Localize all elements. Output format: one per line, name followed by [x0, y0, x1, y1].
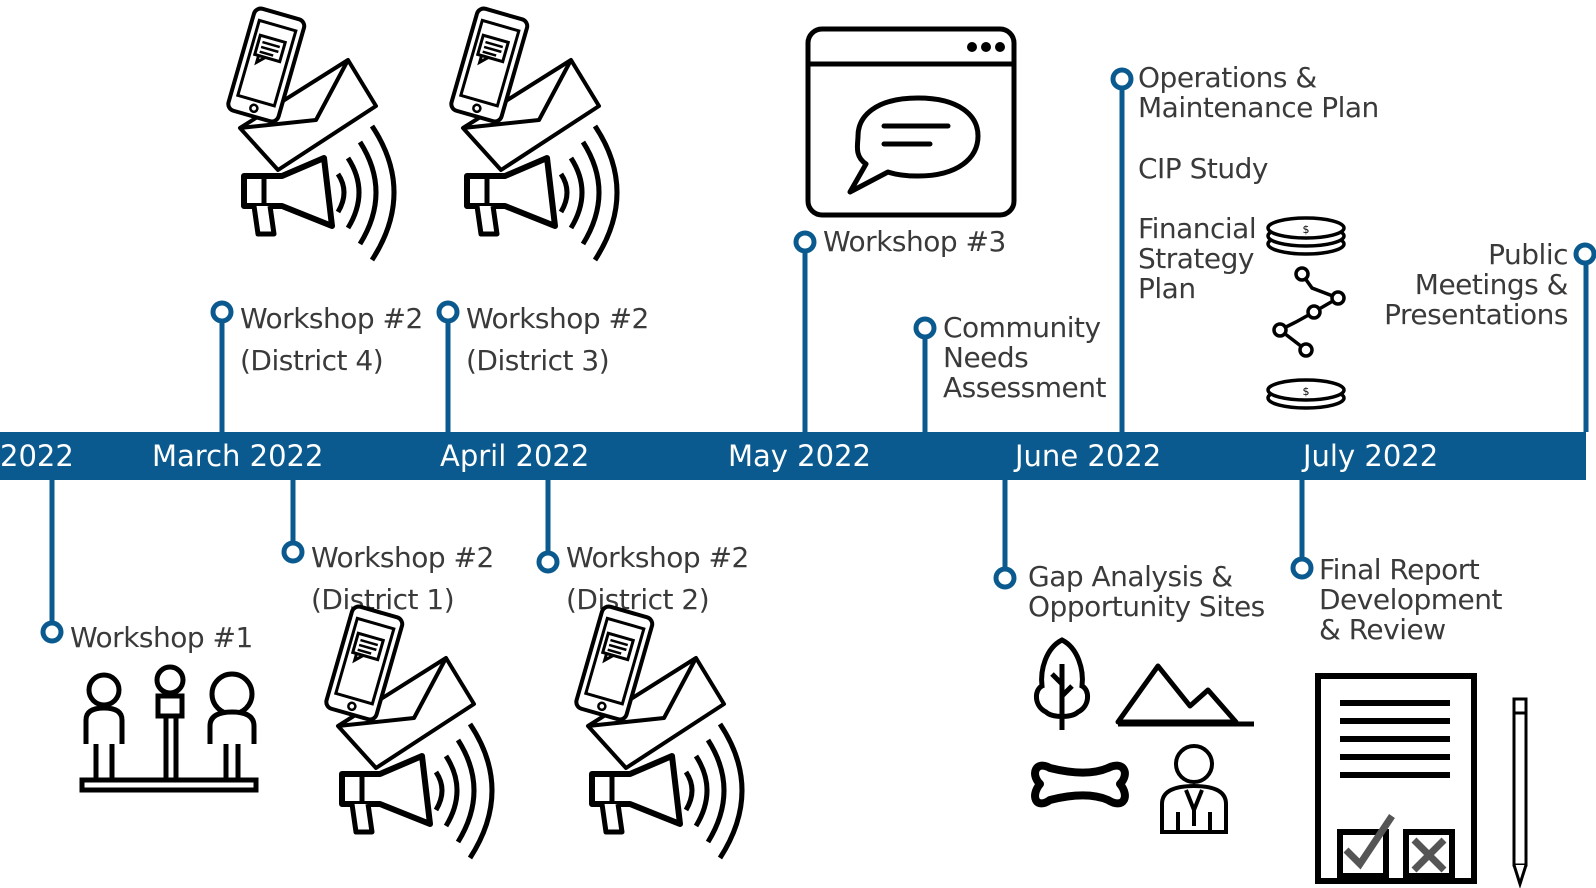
- label-workshop1: Workshop #1: [70, 621, 253, 654]
- label-line: Meetings &: [1414, 268, 1569, 301]
- label-workshop2-d4: Workshop #2 (District 4): [240, 298, 423, 382]
- label-workshop3: Workshop #3: [823, 225, 1006, 258]
- label-line: Maintenance Plan: [1138, 91, 1379, 124]
- person-icon: [1160, 744, 1228, 834]
- marker-workshop2-d2: [536, 550, 560, 574]
- label-line: Plan: [1138, 272, 1196, 305]
- month-label-july: July 2022: [1303, 439, 1439, 473]
- chat-window-icon: [805, 26, 1017, 218]
- label-financial: Financial Strategy Plan: [1138, 212, 1257, 305]
- label-line: Final Report: [1319, 553, 1480, 586]
- mountain-icon: [1115, 663, 1254, 727]
- coin-stack-icon: $ $: [1266, 216, 1346, 410]
- label-line: Assessment: [943, 371, 1106, 404]
- label-workshop2-d1: Workshop #2 (District 1): [311, 537, 494, 621]
- label-line: (District 3): [466, 344, 610, 377]
- label-line: Workshop #2: [311, 541, 494, 574]
- phone-mail-megaphone-icon: [575, 605, 742, 858]
- label-line: Development: [1319, 583, 1503, 616]
- label-line: (District 4): [240, 344, 384, 377]
- svg-text:$: $: [1303, 385, 1310, 398]
- marker-workshop1: [40, 620, 64, 644]
- marker-public-meetings: [1573, 242, 1596, 266]
- marker-workshop2-d4: [210, 300, 234, 324]
- label-operations: Operations & Maintenance Plan: [1138, 63, 1379, 123]
- marker-workshop3: [793, 230, 817, 254]
- label-line: Workshop #2: [466, 302, 649, 335]
- label-workshop2-d2: Workshop #2 (District 2): [566, 537, 749, 621]
- marker-workshop2-d3: [436, 300, 460, 324]
- label-line: Presentations: [1384, 298, 1568, 331]
- label-line: (District 2): [566, 583, 710, 616]
- bone-icon: [1031, 761, 1129, 808]
- label-line: Financial: [1138, 212, 1257, 245]
- timeline-bar: [0, 432, 1586, 480]
- phone-mail-megaphone-icon: [450, 7, 617, 260]
- svg-text:$: $: [1303, 223, 1310, 236]
- label-final-report: Final Report Development & Review: [1319, 553, 1503, 646]
- phone-mail-megaphone-icon: [325, 605, 492, 858]
- label-line: Community: [943, 311, 1101, 344]
- label-line: Needs: [943, 341, 1029, 374]
- label-line: Opportunity Sites: [1028, 590, 1265, 623]
- label-community-needs: Community Needs Assessment: [943, 313, 1106, 403]
- marker-gap-analysis: [993, 566, 1017, 590]
- marker-community-needs: [913, 316, 937, 340]
- label-line: Workshop #2: [240, 302, 423, 335]
- label-cip-study: CIP Study: [1138, 152, 1268, 185]
- month-label-april: April 2022: [440, 439, 590, 473]
- people-meeting-icon: [79, 664, 259, 793]
- month-label-1: 2022: [0, 439, 74, 473]
- label-line: Workshop #2: [566, 541, 749, 574]
- label-line: Operations &: [1138, 61, 1317, 94]
- label-line: (District 1): [311, 583, 455, 616]
- checklist-document-icon: [1315, 673, 1477, 884]
- month-label-may: May 2022: [728, 439, 871, 473]
- month-label-march: March 2022: [152, 439, 324, 473]
- marker-operations: [1110, 67, 1134, 91]
- label-gap-analysis: Gap Analysis & Opportunity Sites: [1028, 562, 1265, 622]
- label-workshop2-d3: Workshop #2 (District 3): [466, 298, 649, 382]
- pencil-icon: [1512, 697, 1528, 888]
- label-public-meetings: Public Meetings & Presentations: [1372, 240, 1568, 330]
- month-label-june: June 2022: [1015, 439, 1162, 473]
- marker-final-report: [1290, 556, 1314, 580]
- tree-icon: [1034, 637, 1090, 730]
- phone-mail-megaphone-icon: [227, 7, 394, 260]
- label-line: Strategy: [1138, 242, 1254, 275]
- label-line: Public: [1488, 238, 1568, 271]
- label-line: Gap Analysis &: [1028, 560, 1233, 593]
- label-line: & Review: [1319, 613, 1446, 646]
- marker-workshop2-d1: [281, 540, 305, 564]
